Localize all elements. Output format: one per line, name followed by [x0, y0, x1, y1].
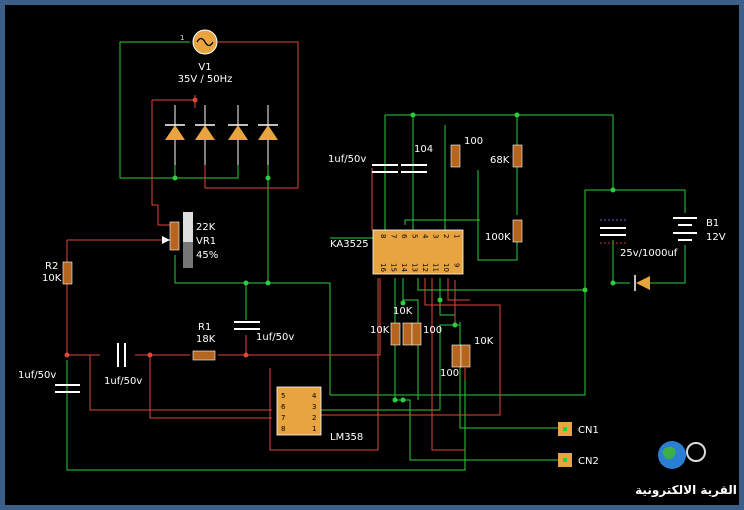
r1-value: 18K — [196, 334, 216, 345]
r-10k-b-value: 10K — [393, 306, 413, 317]
ka3525-pin-5: 5 — [411, 234, 419, 238]
red-wires — [66, 41, 501, 451]
ka3525-pin-2: 2 — [442, 234, 450, 238]
r-100-top-value: 100 — [464, 136, 483, 147]
resistor-100-b: 100 — [440, 344, 462, 379]
r-10k-c-value: 10K — [474, 336, 494, 347]
svg-text:1: 1 — [180, 34, 184, 42]
r-68k-value: 68K — [490, 155, 510, 166]
bridge-rectifier — [165, 105, 278, 165]
lm358-pin-2: 2 — [312, 414, 316, 422]
lm358-pin-8: 8 — [281, 425, 285, 433]
capacitor-big: 25v/1000uf — [600, 219, 678, 259]
c-mid-value: 1uf/50v — [256, 332, 294, 343]
c-left-value: 1uf/50v — [18, 370, 56, 381]
r2-name: R2 — [45, 261, 58, 272]
ka3525-pin-16: 16 — [379, 263, 387, 272]
resistor-r2: R2 10K — [42, 261, 73, 285]
r2-value: 10K — [42, 273, 62, 284]
ka3525-pin-11: 11 — [432, 263, 440, 272]
cn2-label: CN2 — [578, 456, 599, 467]
capacitor-left: 1uf/50v — [18, 370, 80, 393]
capacitor-series: 1uf/50v — [104, 343, 142, 387]
r-100-a-value: 100 — [423, 325, 442, 336]
r-100-b-value: 100 — [440, 368, 459, 379]
ka3525-pin-7: 7 — [390, 234, 398, 238]
capacitor-104: 104 — [401, 144, 433, 173]
lm358-pin-5: 5 — [281, 392, 285, 400]
connector-cn2: CN2 — [558, 453, 599, 467]
capacitor-ka-left: 1uf/50v — [328, 154, 398, 173]
ka3525-pin-1: 1 — [453, 234, 461, 238]
resistor-100-top: 100 — [450, 136, 483, 168]
resistor-100k: 100K — [485, 219, 523, 243]
c-104-value: 104 — [414, 144, 433, 155]
ka3525-pin-10: 10 — [442, 263, 450, 272]
ka3525-pin-13: 13 — [411, 263, 419, 272]
c-ka-left-value: 1uf/50v — [328, 154, 366, 165]
lm358-pin-1: 1 — [312, 425, 316, 433]
c-series-value: 1uf/50v — [104, 376, 142, 387]
ka3525-pin-3: 3 — [432, 234, 440, 238]
junction-dots — [172, 112, 616, 403]
cn1-label: CN1 — [578, 425, 599, 436]
lm358-name: LM358 — [330, 432, 363, 443]
r1-name: R1 — [198, 322, 211, 333]
battery-b1: B1 12V — [673, 217, 726, 243]
ka3525-pin-12: 12 — [421, 263, 429, 272]
resistor-10k-c: 10K — [460, 336, 494, 368]
ka3525-name: KA3525 — [330, 239, 369, 250]
site-logo: القرية الالكترونية — [635, 441, 737, 498]
resistor-68k: 68K — [490, 144, 523, 168]
lm358-pin-6: 6 — [281, 403, 286, 411]
c-big-value: 25v/1000uf — [620, 248, 678, 259]
battery-name: B1 — [706, 218, 719, 229]
ka3525-pin-6: 6 — [400, 234, 408, 239]
logo-text: القرية الالكترونية — [635, 483, 737, 498]
ka3525-pin-9: 9 — [453, 263, 461, 267]
capacitor-mid: 1uf/50v — [234, 321, 294, 343]
potentiometer-vr1: 22K VR1 45% — [162, 212, 218, 268]
ka3525-pin-8: 8 — [379, 234, 387, 238]
battery-voltage: 12V — [706, 232, 726, 243]
ka3525-pin-14: 14 — [400, 263, 408, 272]
connector-cn1: CN1 — [558, 422, 599, 436]
vr1-setting: 45% — [196, 250, 218, 261]
ac-source-v1: V1 35V / 50Hz 1 — [178, 29, 233, 85]
ka3525-pin-4: 4 — [421, 234, 429, 239]
ic-lm358: LM358 5 6 7 8 4 3 2 1 — [276, 386, 363, 443]
vr1-value: 22K — [196, 222, 216, 233]
resistor-10k-a: 10K — [370, 322, 401, 346]
v1-name: V1 — [198, 62, 211, 73]
lm358-pin-7: 7 — [281, 414, 285, 422]
r-10k-a-value: 10K — [370, 325, 390, 336]
lm358-pin-3: 3 — [312, 403, 316, 411]
lm358-pin-4: 4 — [312, 392, 317, 400]
resistor-r1: R1 18K — [192, 322, 216, 361]
r-100k-value: 100K — [485, 232, 511, 243]
resistor-100-a: 100 — [411, 322, 442, 346]
v1-rating: 35V / 50Hz — [178, 74, 233, 85]
circuit-schematic: V1 35V / 50Hz 1 22K — [18, 29, 737, 498]
junction-dots-red — [64, 97, 249, 358]
diode-battery — [634, 275, 650, 291]
vr1-name: VR1 — [196, 236, 216, 247]
ka3525-pin-15: 15 — [390, 263, 398, 272]
